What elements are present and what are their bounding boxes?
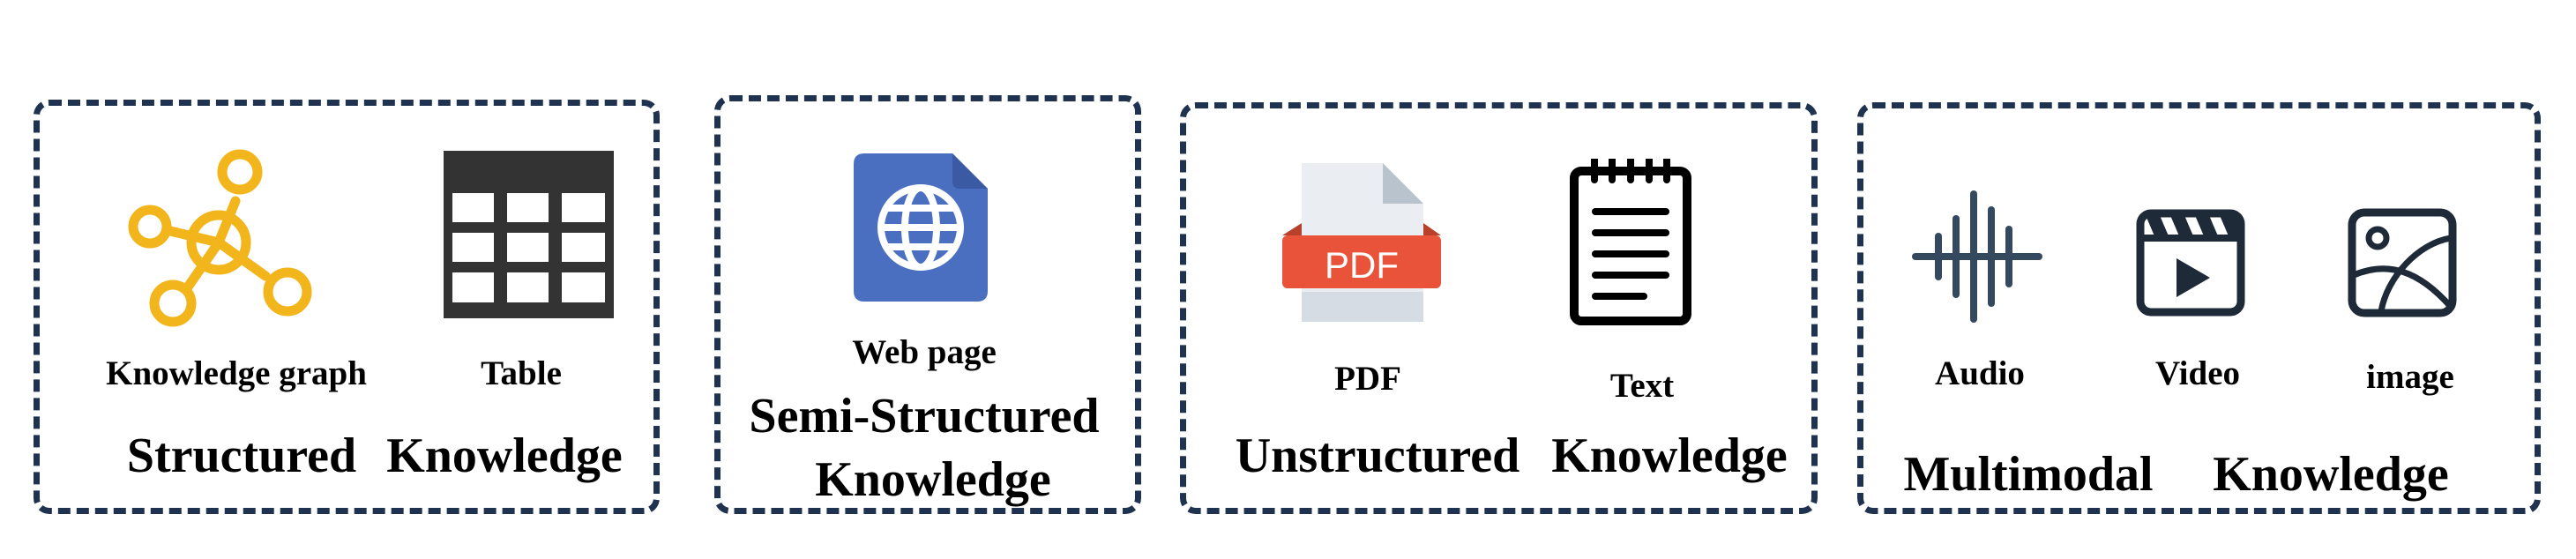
- text-document-icon: [1570, 159, 1691, 325]
- pdf-icon: [1282, 163, 1441, 322]
- image-icon: [2348, 208, 2457, 317]
- knowledge-graph-label: Knowledge graph: [106, 354, 367, 392]
- unstructured-caption-word2: Knowledge: [1551, 429, 1788, 483]
- multimodal-caption-word1: Multimodal: [1903, 447, 2154, 502]
- video-label: Video: [2154, 354, 2241, 392]
- unstructured-knowledge-panel: [1180, 102, 1818, 514]
- semi-structured-caption-line1: Semi-Structured: [749, 389, 1100, 443]
- pdf-badge-text: PDF: [1325, 244, 1399, 286]
- audio-icon: [1912, 190, 2042, 323]
- text-label: Text: [1609, 367, 1675, 405]
- semi-structured-knowledge-panel: [714, 95, 1141, 514]
- knowledge-graph-icon: [128, 149, 312, 327]
- multimodal-knowledge-panel: [1857, 102, 2541, 514]
- table-icon: [444, 151, 614, 318]
- video-icon: [2136, 209, 2245, 317]
- web-page-icon: [854, 153, 988, 302]
- semi-structured-caption-line2: Knowledge: [815, 452, 1051, 507]
- structured-knowledge-panel: [34, 100, 660, 514]
- audio-label: Audio: [1935, 354, 2025, 392]
- image-label: image: [2366, 358, 2454, 396]
- multimodal-caption-word2: Knowledge: [2213, 447, 2449, 502]
- structured-caption-word1: Structured: [126, 429, 357, 483]
- structured-caption-word2: Knowledge: [386, 429, 623, 483]
- pdf-label: PDF: [1334, 360, 1401, 398]
- web-page-label: Web page: [852, 333, 997, 371]
- unstructured-caption-word1: Unstructured: [1235, 429, 1520, 483]
- table-label: Table: [481, 354, 562, 392]
